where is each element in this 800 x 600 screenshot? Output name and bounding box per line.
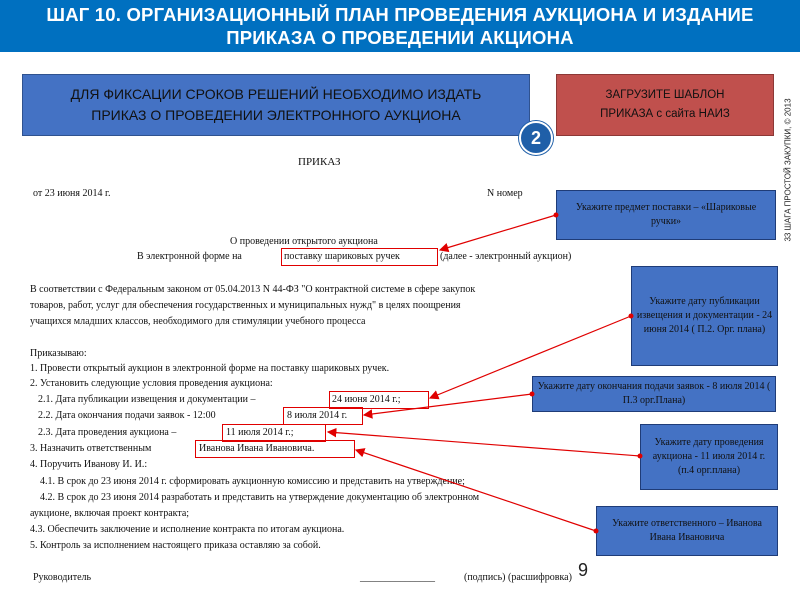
document-item-4-1: 4.1. В срок до 23 июня 2014 г. сформиров… — [40, 476, 465, 487]
arrow-responsible — [354, 448, 597, 532]
callout-auction-date: Укажите дату проведения аукциона - 11 ию… — [640, 424, 778, 490]
document-item-4: 4. Поручить Иванову И. И.: — [30, 459, 148, 470]
download-template-line2: ПРИКАЗА с сайта НАИЗ — [600, 108, 730, 120]
callout-auction-date-text: Укажите дату проведения аукциона - 11 ию… — [652, 437, 766, 476]
info-box-line1: ДЛЯ ФИКСАЦИИ СРОКОВ РЕШЕНИЙ НЕОБХОДИМО И… — [70, 86, 482, 102]
document-basis-line3: учащихся младших классов, необходимого д… — [30, 316, 366, 327]
document-basis-line1: В соответствии с Федеральным законом от … — [30, 284, 476, 295]
slide-title-line1: ШАГ 10. ОРГАНИЗАЦИОННЫЙ ПЛАН ПРОВЕДЕНИЯ … — [46, 4, 754, 25]
document-item-4-2-line1: 4.2. В срок до 23 июня 2014 разработать … — [40, 492, 480, 503]
document-signature-line: _______________ — [360, 572, 435, 583]
document-subject-highlight: поставку шариковых ручек — [284, 251, 400, 262]
document-deadline-date: 8 июля 2014 г. — [287, 410, 348, 421]
slide-title-bar: ШАГ 10. ОРГАНИЗАЦИОННЫЙ ПЛАН ПРОВЕДЕНИЯ … — [0, 0, 800, 52]
side-caption: 33 ШАГА ПРОСТОЙ ЗАКУПКИ, © 2013 — [781, 70, 795, 270]
info-box-line2: ПРИКАЗ О ПРОВЕДЕНИИ ЭЛЕКТРОННОГО АУКЦИОН… — [91, 107, 461, 123]
document-item-4-3: 4.3. Обеспечить заключение и исполнение … — [30, 524, 345, 535]
document-number: N номер — [487, 188, 523, 199]
document-item-3: 3. Назначить ответственным — [30, 443, 152, 454]
step-number-badge: 2 — [519, 121, 553, 155]
download-template-line1: ЗАГРУЗИТЕ ШАБЛОН — [605, 89, 725, 101]
slide-title-line2: ПРИКАЗА О ПРОВЕДЕНИИ АКЦИОНА — [226, 27, 574, 48]
document-signature-caption: (подпись) (расшифровка) — [464, 572, 572, 583]
document-responsible-name: Иванова Ивана Ивановича. — [199, 443, 315, 454]
document-subject-line2-pre: В электронной форме на — [137, 251, 242, 262]
slide-title: ШАГ 10. ОРГАНИЗАЦИОННЫЙ ПЛАН ПРОВЕДЕНИЯ … — [46, 3, 753, 49]
page-number: 9 — [578, 560, 589, 580]
side-caption-text: 33 ШАГА ПРОСТОЙ ЗАКУПКИ, © 2013 — [783, 98, 793, 242]
callout-deadline: Укажите дату окончания подачи заявок - 8… — [532, 376, 776, 412]
callout-publication-text: Укажите дату публикации извещения и доку… — [636, 296, 773, 335]
document-signer: Руководитель — [33, 572, 92, 583]
document-subject-line1: О проведении открытого аукциона — [230, 236, 378, 247]
document-item-2-1: 2.1. Дата публикации извещения и докумен… — [38, 394, 256, 405]
info-box: ДЛЯ ФИКСАЦИИ СРОКОВ РЕШЕНИЙ НЕОБХОДИМО И… — [22, 74, 530, 136]
document-heading: ПРИКАЗ — [298, 156, 341, 168]
document-item-5: 5. Контроль за исполнением настоящего пр… — [30, 540, 321, 551]
callout-publication: Укажите дату публикации извещения и доку… — [631, 266, 778, 366]
auction-date-highlight-box — [222, 424, 326, 442]
document-date: от 23 июня 2014 г. — [33, 188, 111, 199]
callout-subject: Укажите предмет поставки – «Шариковые ру… — [556, 190, 776, 240]
callout-responsible: Укажите ответственного – Иванова Ивана И… — [596, 506, 778, 556]
download-template-button[interactable]: ЗАГРУЗИТЕ ШАБЛОН ПРИКАЗА с сайта НАИЗ — [556, 74, 774, 136]
arrow-auction-date — [326, 427, 641, 457]
document-basis-line2: товаров, работ, услуг для обеспечения го… — [30, 300, 461, 311]
callout-responsible-text: Укажите ответственного – Иванова Ивана И… — [612, 518, 762, 543]
document-auction-date: 11 июля 2014 г.; — [226, 427, 294, 438]
document-item-2-3: 2.3. Дата проведения аукциона – — [38, 427, 177, 438]
document-item-2-2: 2.2. Дата окончания подачи заявок - 12:0… — [38, 410, 216, 421]
document-item-1: 1. Провести открытый аукцион в электронн… — [30, 363, 390, 374]
callout-deadline-text: Укажите дату окончания подачи заявок - 8… — [537, 381, 771, 406]
callout-subject-text: Укажите предмет поставки – «Шариковые ру… — [575, 202, 757, 227]
document-subject-line2-post: (далее - электронный аукцион) — [440, 251, 572, 262]
document-item-4-2-line2: аукционе, включая проект контракта; — [30, 508, 190, 519]
responsible-highlight-box — [195, 440, 355, 458]
deadline-highlight-box — [283, 407, 363, 425]
document-order-word: Приказываю: — [30, 348, 87, 359]
subject-highlight-box — [281, 248, 438, 266]
arrow-subject — [438, 214, 557, 253]
document-item-2: 2. Установить следующие условия проведен… — [30, 378, 273, 389]
